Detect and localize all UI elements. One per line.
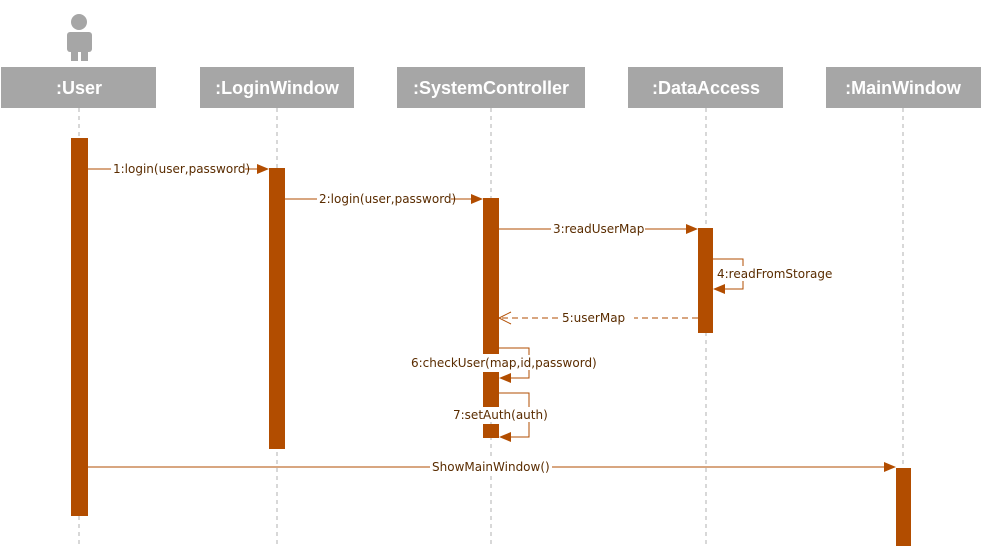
message-label: 3:readUserMap	[553, 222, 644, 236]
message-label: 6:checkUser(map,id,password)	[411, 356, 597, 370]
activation-systemcontroller-checkuser	[483, 372, 499, 407]
message-5-return-arrow: 5:userMap	[497, 310, 698, 325]
message-label: 5:userMap	[562, 311, 625, 325]
participant-dataaccess: :DataAccess	[628, 67, 783, 108]
participant-user: :User	[1, 67, 156, 108]
activation-loginwindow	[269, 168, 285, 449]
message-label: ShowMainWindow()	[432, 460, 550, 474]
participant-label: :SystemController	[413, 78, 569, 98]
activation-dataaccess	[698, 228, 713, 333]
participant-label: :User	[56, 78, 102, 98]
activation-user	[71, 138, 88, 516]
participant-mainwindow: :MainWindow	[826, 67, 981, 108]
participant-systemcontroller: :SystemController	[397, 67, 585, 108]
participant-label: :LoginWindow	[215, 78, 340, 98]
message-4-self-arrow: 4:readFromStorage	[713, 258, 832, 294]
message-8-arrow: ShowMainWindow()	[88, 459, 896, 474]
participant-loginwindow: :LoginWindow	[200, 67, 354, 108]
message-label: 1:login(user,password)	[113, 162, 250, 176]
activation-systemcontroller-setauth	[483, 424, 499, 438]
message-2-arrow: 2:login(user,password)	[285, 191, 483, 206]
message-label: 2:login(user,password)	[319, 192, 456, 206]
activation-systemcontroller	[483, 198, 499, 354]
message-3-arrow: 3:readUserMap	[499, 221, 698, 236]
participant-label: :DataAccess	[652, 78, 760, 98]
user-actor-icon	[67, 14, 92, 61]
message-label: 4:readFromStorage	[717, 267, 832, 281]
activation-mainwindow	[896, 468, 911, 546]
message-label: 7:setAuth(auth)	[453, 408, 548, 422]
message-7-self-arrow: 7:setAuth(auth)	[451, 392, 548, 442]
message-6-self-arrow: 6:checkUser(map,id,password)	[409, 347, 597, 383]
participant-label: :MainWindow	[845, 78, 962, 98]
message-1-arrow: 1:login(user,password)	[88, 161, 269, 176]
